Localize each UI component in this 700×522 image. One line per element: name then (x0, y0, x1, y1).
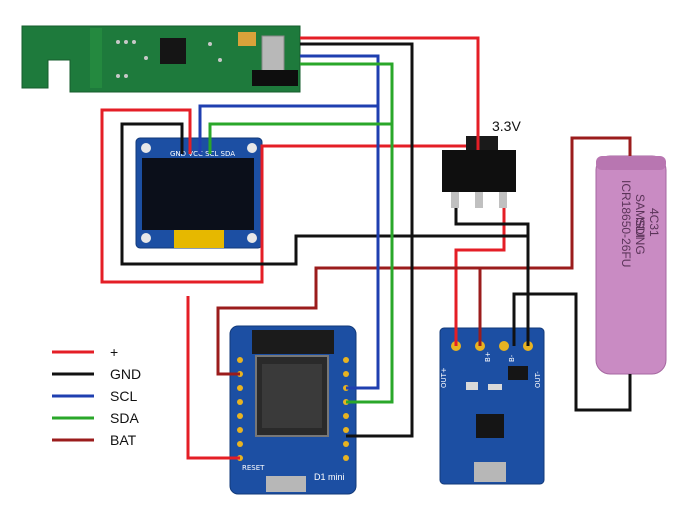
legend-label-scl: SCL (110, 388, 137, 404)
regulator-label: 3.3V (492, 118, 521, 134)
wires (100, 36, 632, 460)
sensor-chip (160, 38, 186, 64)
legend-item-plus: + (52, 344, 118, 360)
legend-label-gnd: GND (110, 366, 141, 382)
wire-red-regulator-charger (454, 208, 506, 346)
legend-item-sda: SDA (52, 410, 139, 426)
voltage-regulator: 3.3V (442, 118, 521, 208)
sensor-header (261, 35, 285, 73)
legend-label-bat: BAT (110, 432, 137, 448)
legend-item-gnd: GND (52, 366, 141, 382)
regulator-body (442, 150, 516, 192)
oled-ribbon (174, 230, 224, 248)
wire-gnd-regulator (454, 208, 530, 236)
wire-red-sensor-regulator (300, 36, 480, 150)
oled-screen (142, 158, 254, 230)
out-minus-label: OUT- (534, 371, 542, 388)
battery-model: ICR18650-26FU (619, 180, 633, 267)
legend-item-scl: SCL (52, 388, 137, 404)
charger-ic (476, 414, 504, 438)
oled-display: GND VCC SCL SDA (135, 137, 263, 249)
wire-scl-sensor (300, 54, 380, 390)
charger-board: OUT+ B+ B- OUT- (439, 327, 545, 485)
legend-item-bat: BAT (52, 432, 137, 448)
oled-pin-labels: GND VCC SCL SDA (170, 150, 235, 158)
sensor-board (21, 25, 301, 93)
d1-reset-label: RESET (242, 464, 265, 472)
battery-sdi: SDI (633, 218, 647, 238)
b-plus-label: B+ (484, 351, 492, 362)
legend: + GND SCL SDA BAT (52, 344, 141, 448)
legend-label-sda: SDA (110, 410, 139, 426)
legend-label-plus: + (110, 344, 118, 360)
usb-port (266, 476, 306, 492)
header-connector (252, 70, 298, 86)
out-plus-label: OUT+ (440, 367, 448, 388)
wire-sda-sensor (300, 62, 394, 404)
charger-usb (474, 462, 506, 482)
wire-gnd-oled (120, 122, 530, 346)
d1-mini-board: RESET D1 mini (229, 325, 357, 495)
wire-sda-oled (208, 122, 392, 154)
wire-gnd-battery (512, 292, 632, 412)
wifi-antenna (252, 330, 334, 354)
b-minus-label: B- (508, 354, 516, 362)
wire-gnd-sensor (300, 42, 414, 438)
wire-bat-battery (480, 136, 632, 270)
battery: ICR18650-26FU SAMSUNG SDI 4C31 (595, 155, 667, 375)
d1-name-label: D1 mini (314, 472, 345, 482)
wire-red-oled-vcc (100, 108, 466, 284)
battery-code: 4C31 (647, 208, 661, 237)
wire-scl-oled (198, 104, 378, 154)
wire-red-d1-3v3 (186, 296, 240, 460)
capacitor (238, 32, 256, 46)
battery-brand: SAMSUNG (633, 194, 647, 255)
